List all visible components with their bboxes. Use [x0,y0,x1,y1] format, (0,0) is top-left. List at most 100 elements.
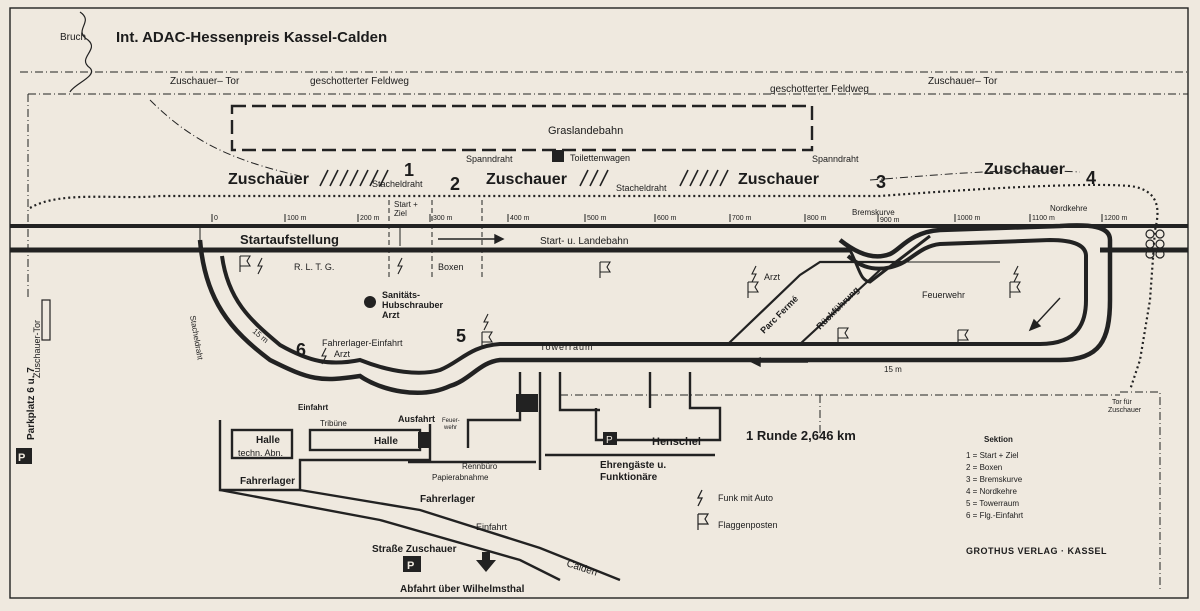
distance-mark: 0 [214,215,218,222]
tor-fuer-line2: Zuschauer [1108,407,1142,414]
width-15m-right: 15 m [884,365,902,374]
distance-mark: 300 m [433,215,453,222]
corner-number-2: 2 [450,174,460,194]
distance-mark: 500 m [587,215,607,222]
rennbuero-label: Rennbüro [462,462,498,471]
toilettenwagen-label: Toilettenwagen [570,153,630,163]
tyre-stacks [1145,229,1165,259]
stacheldraht-left: Stacheldraht [372,179,423,189]
techn-abn-label: techn. Abn. [238,448,283,458]
ehrengaeste-line2: Funktionäre [600,472,658,483]
parking-box-henschel [603,432,617,445]
distance-labels: 0 100 m 200 m 300 m 400 m 500 m 600 m 70… [214,215,1128,224]
flag-icon [957,329,969,346]
distance-mark: 1000 m [957,215,981,222]
graslandebahn-outline [230,104,814,152]
flag-icon [239,255,251,272]
parking-box-left [16,448,32,464]
arzt-label-left: Arzt [334,349,351,359]
parkplatz-label: Parkplatz 6 u. 7 [26,367,37,440]
feldweg-left: geschotterter Feldweg [310,76,409,87]
toilet-box [552,150,564,162]
flag-icon [481,331,493,348]
sektion-item: 1 = Start + Ziel [966,451,1019,460]
arzt-label-right: Arzt [764,272,781,282]
lightning-icon [397,257,403,275]
width-15m-left: 15 m [251,327,271,346]
sanitaets-line3: Arzt [382,310,400,320]
distance-mark: 1100 m [1032,215,1055,222]
distance-mark: 400 m [510,215,530,222]
flag-icon [1009,281,1021,298]
distance-mark: 600 m [657,215,677,222]
start-ziel-line2: Ziel [394,209,407,218]
spanndraht-right: Spanndraht [812,154,859,164]
sektion-legend: Sektion 1 = Start + Ziel 2 = Boxen 3 = B… [966,435,1024,520]
distance-mark: 900 m [880,217,900,224]
parc-ferme-area [727,260,906,346]
henschel-label: Henschel [652,436,701,448]
zuschauer-tor-vertical: Zuschauer-Tor [32,320,42,378]
publisher-label: GROTHUS VERLAG · KASSEL [966,546,1107,556]
halle-left-label: Halle [256,435,280,446]
tor-fuer-line1: Tor für [1112,399,1133,406]
strasse-zuschauer-label: Straße Zuschauer [372,544,457,555]
sektion-item: 6 = Flg.-Einfahrt [966,511,1024,520]
distance-mark: 800 m [807,215,827,222]
zuschauer-area-1: Zuschauer [228,171,309,188]
bruch-boundary [69,11,93,93]
sektion-item: 2 = Boxen [966,463,1002,472]
gate-post [41,299,51,341]
parking-p-henschel: P [606,435,613,446]
landebahn-label: Start- u. Landebahn [540,236,628,247]
start-ziel-line1: Start + [394,200,418,209]
map-markers [239,255,1021,365]
tribuene-label: Tribüne [320,419,347,428]
zuschauer-tor-left: Zuschauer– Tor [170,76,240,87]
feldweg-right: geschotterter Feldweg [770,84,869,95]
calden-label: Calden [565,558,599,578]
feuerwehr-small-1: Feuer- [442,418,460,424]
corner-number-6: 6 [296,340,306,360]
direction-arrows [438,233,1061,368]
papierabnahme-label: Papierabnahme [432,473,489,482]
distance-ticks [211,214,1103,222]
flag-icon [599,261,611,278]
flag-icon [837,327,849,344]
nordkehre-label: Nordkehre [1050,204,1088,213]
corner-number-1: 1 [404,160,414,180]
startaufstellung-label: Startaufstellung [240,232,339,247]
lap-length-label: 1 Runde 2,646 km [746,428,856,443]
corner-number-3: 3 [876,172,886,192]
towerraum-label: Towerraum [540,342,594,352]
sanitaets-line2: Hubschrauber [382,300,444,310]
ehrengaeste-line1: Ehrengäste u. [600,460,666,471]
feuerwehr-small-2: wehr [443,425,457,431]
flag-icon [697,513,710,530]
distance-mark: 1200 m [1104,215,1128,222]
tower-block [516,394,538,412]
corner-number-4: 4 [1086,168,1096,188]
start-finish-lines [388,200,483,280]
lightning-icon [696,489,704,507]
distance-mark: 200 m [360,215,380,222]
parking-p-road: P [407,560,414,572]
corner-number-5: 5 [456,326,466,346]
distance-mark: 100 m [287,215,307,222]
lightning-icon [751,265,757,283]
parking-p-left: P [18,452,25,464]
bremskurve-label: Bremskurve [852,208,895,217]
zuschauer-area-2: Zuschauer [486,171,567,188]
sektion-item: 4 = Nordkehre [966,487,1017,496]
halle-dark-block [418,432,430,448]
parking-box-road [403,556,421,572]
parc-ferme-label: Parc Fermé [758,294,800,336]
zuschauer-area-4: Zuschauer [984,161,1065,178]
einfahrt-left-label: Einfahrt [298,403,329,412]
stacheldraht-vertical: Stacheldraht [188,315,205,362]
sektion-title: Sektion [984,435,1013,444]
lightning-icon [257,257,263,275]
fence-lines [20,71,1188,590]
stacheldraht-right: Stacheldraht [616,183,667,193]
